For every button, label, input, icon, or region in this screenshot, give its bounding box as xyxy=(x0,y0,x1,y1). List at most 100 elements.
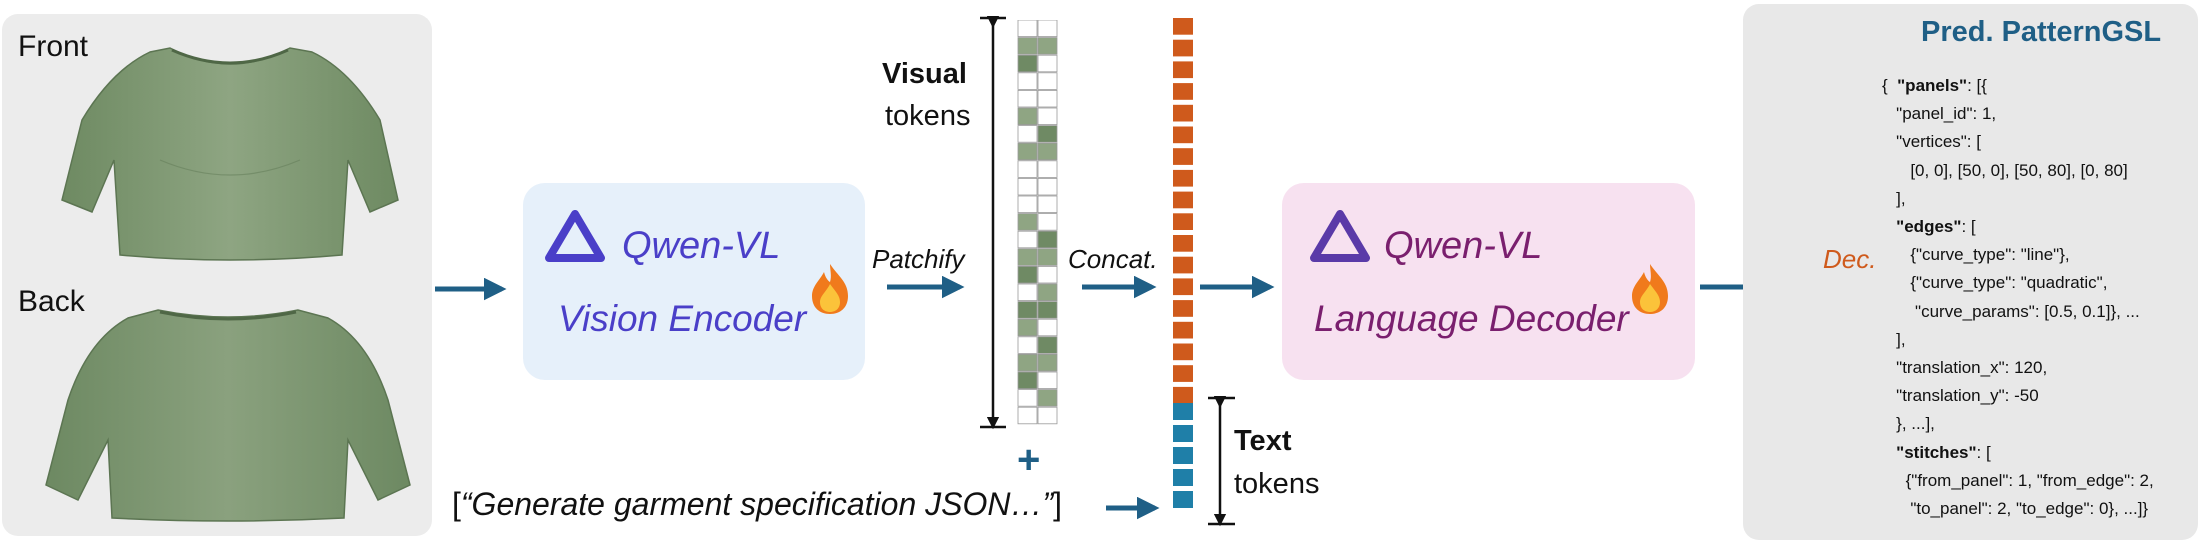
image-patch xyxy=(1037,336,1058,354)
json-line: "translation_y": -50 xyxy=(1882,386,2039,406)
visual-token xyxy=(1173,365,1193,382)
json-line: }, ...], xyxy=(1882,414,1935,434)
json-line: ], xyxy=(1882,188,1906,208)
image-patch xyxy=(1037,90,1058,108)
visual-token xyxy=(1173,386,1193,404)
back-garment-image xyxy=(45,309,411,522)
back-label: Back xyxy=(18,285,85,318)
image-patch xyxy=(1037,107,1058,126)
image-patch xyxy=(1017,353,1038,372)
visual-token xyxy=(1173,191,1193,209)
json-line: ], xyxy=(1882,329,1906,349)
output-panel xyxy=(1743,4,2198,540)
prompt-open-bracket: [ xyxy=(452,486,461,522)
image-patch xyxy=(1037,177,1058,196)
image-patch xyxy=(1037,265,1058,284)
json-line: "panel_id": 1, xyxy=(1882,104,1997,124)
image-patch xyxy=(1037,353,1058,372)
visual-token xyxy=(1173,39,1193,57)
image-patch xyxy=(1037,37,1058,55)
output-title: Pred. PatternGSL xyxy=(1921,16,2162,48)
visual-token xyxy=(1173,148,1193,165)
image-patch xyxy=(1037,283,1058,302)
qwen-logo-icon xyxy=(1310,210,1370,262)
image-patch xyxy=(1017,371,1038,390)
image-patch xyxy=(1017,160,1038,178)
json-line: {"from_panel": 1, "from_edge": 2, xyxy=(1882,470,2154,490)
image-patch xyxy=(1017,406,1038,425)
front-garment-image xyxy=(61,47,399,261)
patch-grid xyxy=(1017,20,1058,425)
image-patch xyxy=(1017,230,1038,249)
json-line: "edges": [ xyxy=(1896,217,1976,237)
json-line: [0, 0], [50, 0], [50, 80], [0, 80] xyxy=(1882,160,2128,180)
front-label: Front xyxy=(18,30,89,63)
visual-token xyxy=(1173,18,1193,35)
image-patch xyxy=(1017,177,1038,196)
image-patch xyxy=(1037,195,1058,214)
visual-token xyxy=(1173,61,1193,79)
image-patch xyxy=(1017,125,1038,143)
visual-token xyxy=(1173,300,1193,317)
image-patch xyxy=(1037,160,1058,178)
concat-label: Concat. xyxy=(1068,244,1158,274)
qwen-logo-icon xyxy=(545,210,605,262)
text-prompt: [“Generate garment specification JSON…”] xyxy=(452,486,1062,523)
json-line: "translation_x": 120, xyxy=(1882,358,2048,378)
image-patch xyxy=(1017,265,1038,284)
flame-icon xyxy=(812,264,848,314)
json-line: "to_panel": 2, "to_edge": 0}, ...]} xyxy=(1882,499,2149,519)
vision-encoder-title: Qwen-VL xyxy=(622,225,781,267)
text-token xyxy=(1173,447,1193,464)
json-line: {"curve_type": "line"}, xyxy=(1882,245,2070,265)
image-patch xyxy=(1037,125,1058,143)
image-patch xyxy=(1037,406,1058,425)
image-patch xyxy=(1017,318,1038,337)
json-line: "curve_params": [0.5, 0.1]}, ... xyxy=(1882,301,2140,321)
patchify-label: Patchify xyxy=(872,244,965,274)
text-token xyxy=(1173,469,1193,486)
vision-encoder-subtitle: Vision Encoder xyxy=(558,298,807,339)
visual-token xyxy=(1173,126,1193,144)
image-patch xyxy=(1017,142,1038,161)
visual-token xyxy=(1173,278,1193,296)
image-patch xyxy=(1037,213,1058,231)
prompt-close-bracket: ] xyxy=(1053,486,1063,522)
visual-token xyxy=(1173,104,1193,122)
image-patch xyxy=(1017,213,1038,231)
json-line: { "panels": [{ xyxy=(1882,76,1987,95)
image-patch xyxy=(1017,248,1038,266)
image-patch xyxy=(1037,248,1058,266)
visual-label: Visual xyxy=(882,58,967,90)
image-patch xyxy=(1017,336,1038,354)
flame-icon xyxy=(1632,264,1668,314)
text-token xyxy=(1173,491,1193,508)
visual-tokens-label: tokens xyxy=(885,100,971,132)
image-patch xyxy=(1037,318,1058,337)
image-patch xyxy=(1017,389,1038,407)
text-token xyxy=(1173,403,1193,420)
image-patch xyxy=(1037,301,1058,319)
image-patch xyxy=(1017,90,1038,108)
json-line: {"curve_type": "quadratic", xyxy=(1882,273,2108,293)
visual-token-column xyxy=(1173,18,1193,508)
image-patch xyxy=(1037,54,1058,73)
json-line: "vertices": [ xyxy=(1882,132,1981,152)
plus-sign: + xyxy=(1017,438,1041,482)
image-patch xyxy=(1017,107,1038,126)
language-decoder-subtitle: Language Decoder xyxy=(1314,298,1629,339)
visual-token xyxy=(1173,213,1193,230)
prompt-text: “Generate garment specification JSON…” xyxy=(460,486,1054,522)
image-patch xyxy=(1017,54,1038,73)
image-patch xyxy=(1017,283,1038,302)
image-patch xyxy=(1037,20,1058,38)
text-label: Text xyxy=(1234,425,1292,457)
visual-token xyxy=(1173,256,1193,274)
visual-token xyxy=(1173,321,1193,339)
image-patch xyxy=(1037,371,1058,390)
image-patch xyxy=(1037,72,1058,90)
visual-token xyxy=(1173,235,1193,252)
visual-token xyxy=(1173,169,1193,187)
image-patch xyxy=(1037,389,1058,407)
